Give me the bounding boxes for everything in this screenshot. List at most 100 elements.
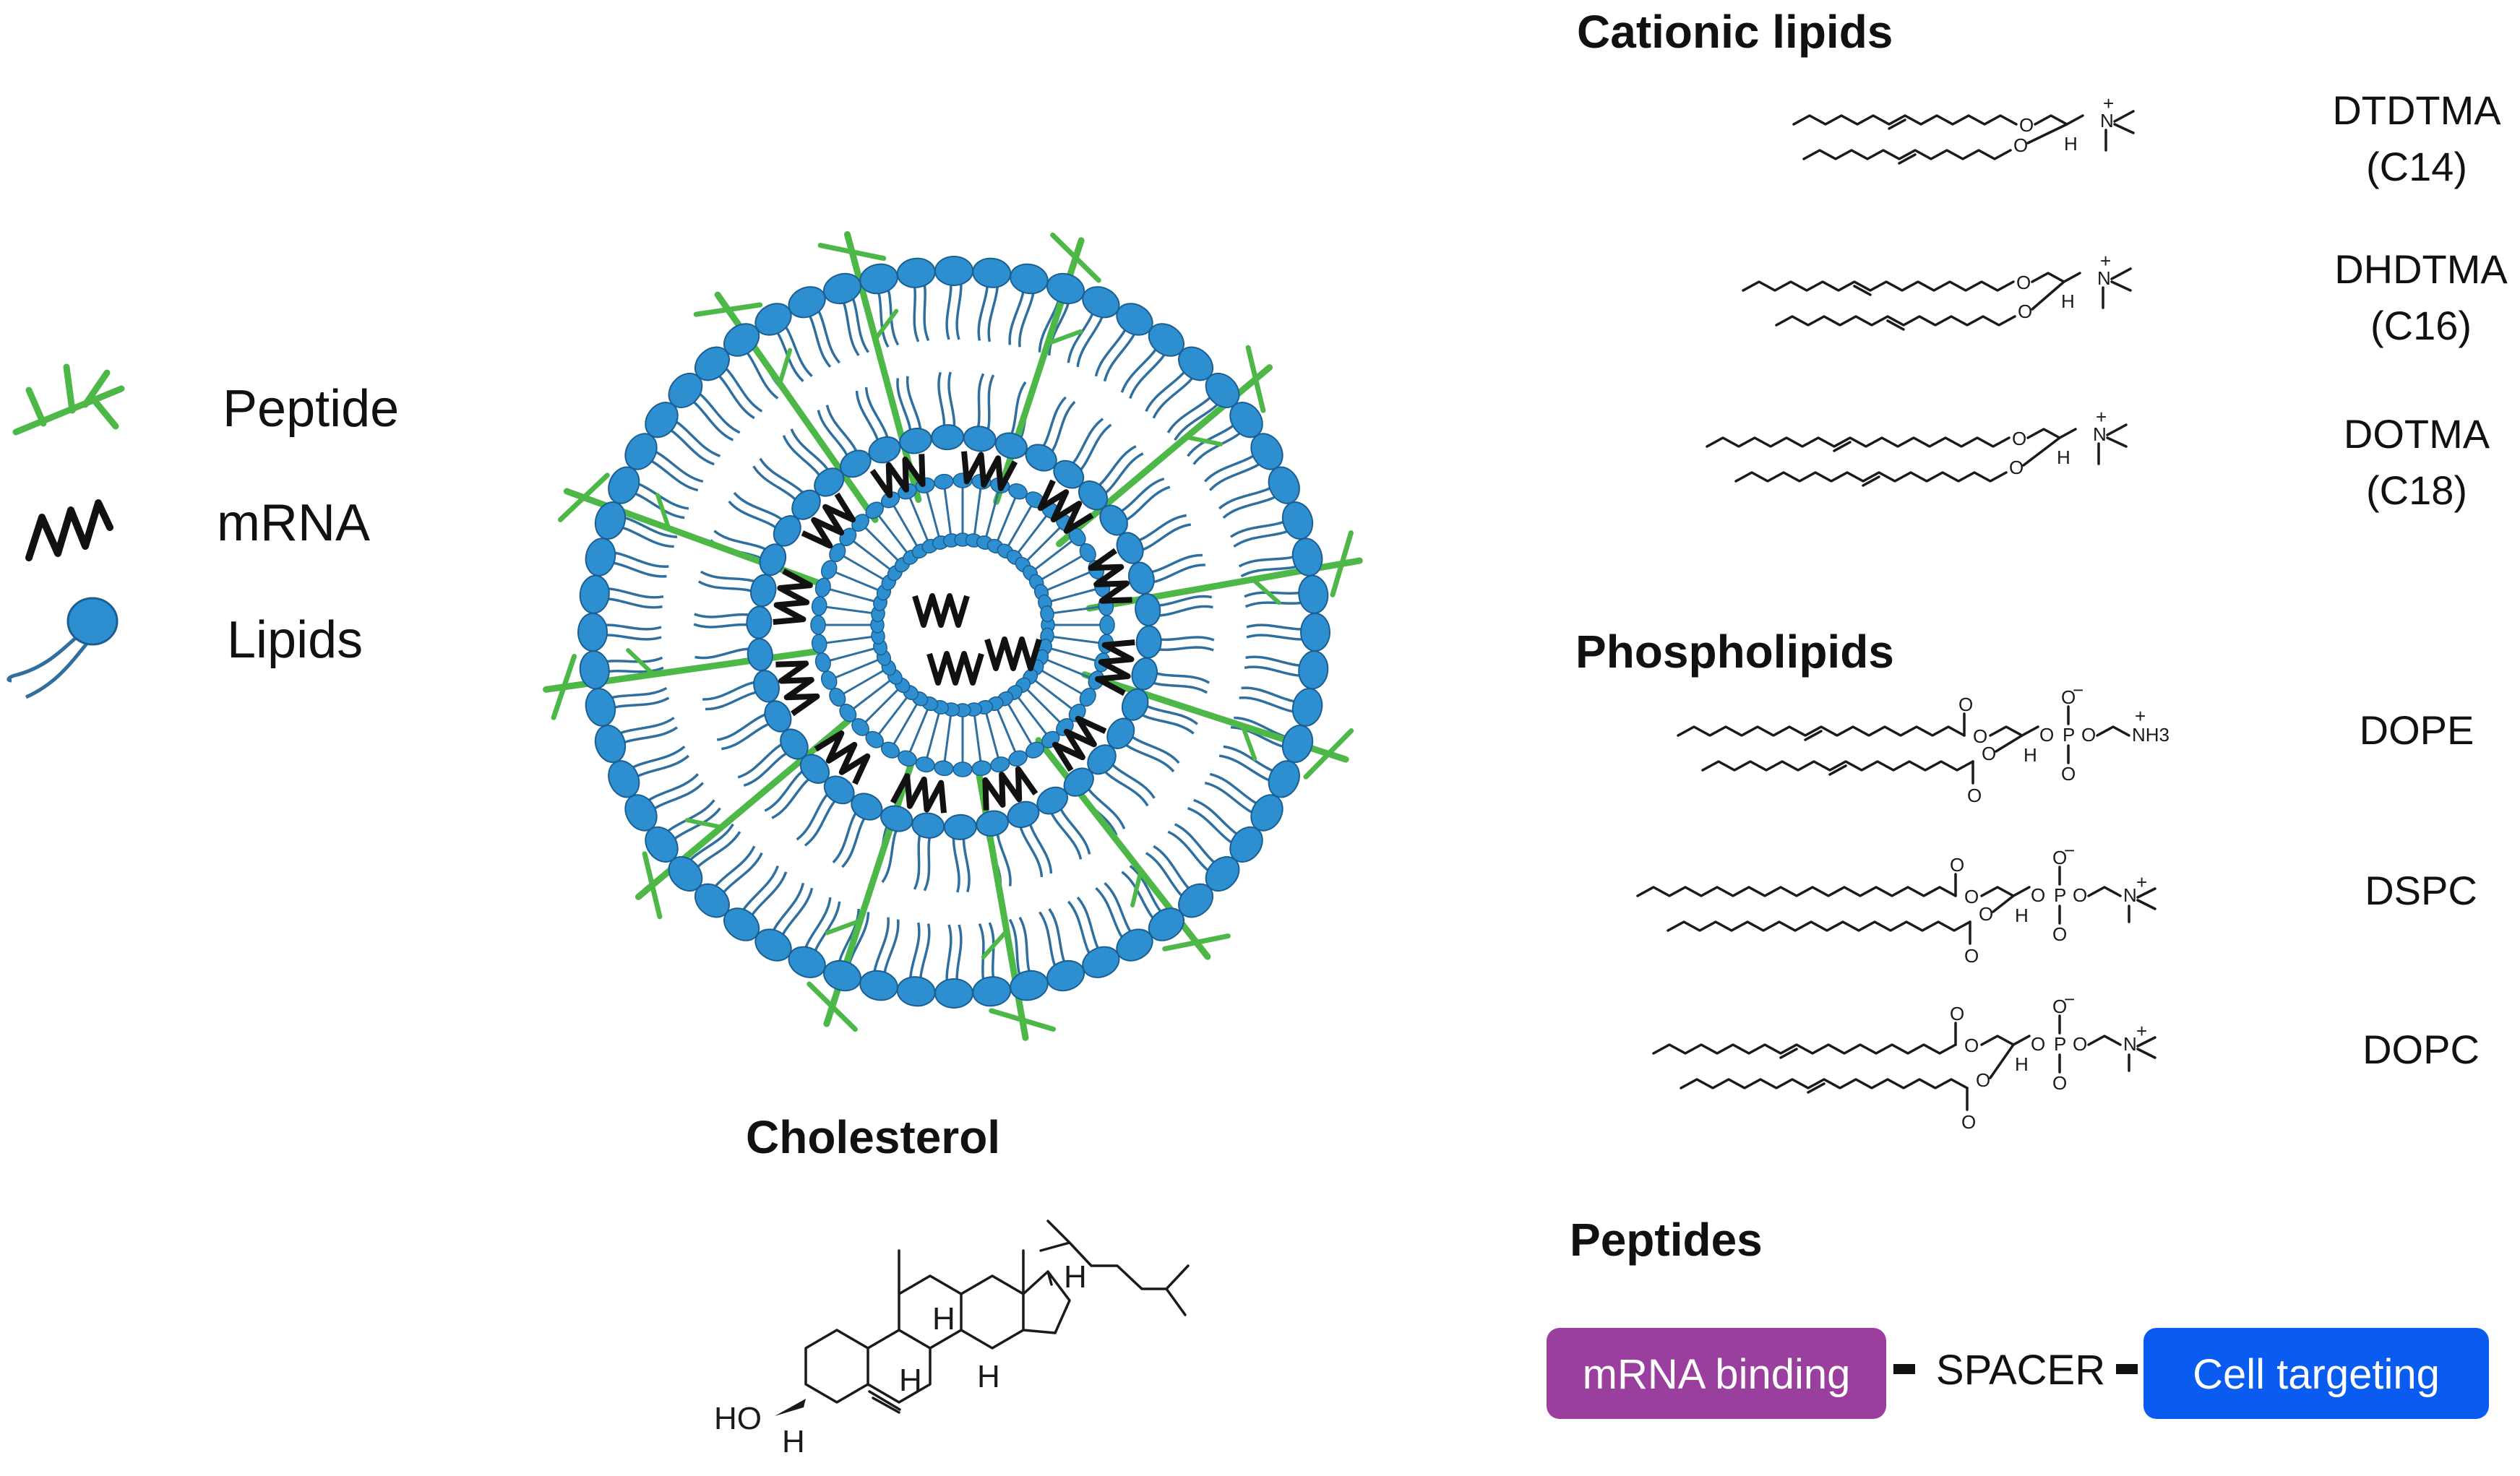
methyl — [2113, 110, 2135, 123]
cholesterol-h-label-4: H — [977, 1359, 1000, 1394]
phospho-chain-lower — [1667, 920, 1971, 932]
lipid-head — [896, 257, 936, 288]
phospho-o: O — [2073, 1033, 2087, 1055]
micelle-head — [811, 596, 827, 616]
cationic-chain-lower — [1802, 149, 2012, 160]
cationic-linker — [2031, 280, 2065, 311]
methyl — [2106, 436, 2128, 448]
peptide-branch — [981, 928, 1009, 959]
phospholipid-names: DOPE DSPC DOPC — [2360, 707, 2480, 1072]
micelle-tail — [906, 703, 932, 759]
cationic-plus: + — [2100, 250, 2111, 272]
micelle-tail — [942, 481, 953, 541]
cationic-h: H — [2057, 446, 2070, 468]
micelle-head — [810, 615, 826, 635]
phospho-o: O — [2052, 1072, 2067, 1094]
phospho-p: P — [2054, 884, 2066, 906]
methyl — [2113, 123, 2135, 134]
mrna-strand — [926, 651, 984, 686]
phospho-minus: − — [2073, 679, 2083, 701]
cationic-chain-lower — [1775, 315, 2016, 327]
micelle-tail — [1041, 656, 1097, 681]
mrna-strand — [961, 451, 1018, 491]
micelle-head — [934, 473, 954, 490]
spacer-label: SPACER — [1936, 1347, 2105, 1394]
double-bond — [1862, 475, 1880, 487]
micelle-tail — [1004, 499, 1036, 552]
micelle-head — [915, 756, 935, 773]
phospho-o: O — [2031, 884, 2045, 906]
phospho-o: O — [1979, 903, 1993, 925]
cholesterol-h-label-3: H — [932, 1301, 955, 1337]
peptide-branch — [1050, 232, 1101, 283]
cationic-linker — [2031, 272, 2081, 283]
mrna-strand — [984, 636, 1042, 671]
lipid-head — [1281, 501, 1314, 540]
peptide-branch — [655, 493, 671, 531]
double-bond — [1807, 1082, 1826, 1094]
mrna-strand — [801, 492, 856, 549]
phospho-o: O — [1958, 694, 1973, 715]
mrna-strand — [814, 730, 871, 785]
lipid-head — [1281, 725, 1314, 763]
cationic-name-1: DTDTMA — [2332, 87, 2501, 133]
lipid-head — [823, 959, 861, 992]
legend-lipids-label: Lipids — [227, 611, 363, 669]
cell-targeting-label: Cell targeting — [2193, 1351, 2440, 1398]
lipid-head — [747, 638, 773, 672]
peptide-branch — [626, 647, 656, 677]
mrna-strand — [982, 766, 1038, 811]
cationic-o-upper: O — [2016, 272, 2031, 293]
methyl — [2106, 423, 2128, 436]
methyl — [2136, 1036, 2156, 1048]
methyl — [2136, 899, 2156, 910]
micelle-tail — [994, 491, 1019, 547]
phospholipid-name-3: DOPC — [2362, 1027, 2480, 1072]
phospho-chain-upper — [1677, 725, 1966, 737]
cholesterol-h-label-5: H — [1064, 1259, 1087, 1295]
lipid-head — [1127, 561, 1155, 595]
inner-micelle — [810, 472, 1115, 777]
micelle-tail — [1044, 646, 1103, 664]
peptide-branch — [1184, 435, 1224, 446]
lipid-head — [911, 812, 945, 839]
lipid-head — [1135, 592, 1161, 626]
phospho-o: O — [1973, 725, 1987, 747]
phospho-h: H — [2024, 744, 2037, 766]
phospho-o: O — [2061, 686, 2076, 708]
double-bond — [1804, 730, 1823, 741]
peptides-heading: Peptides — [1570, 1214, 1763, 1266]
cationic-chain-upper — [1792, 114, 2018, 126]
cationic-names: DTDTMA (C14) DHDTMA (C16) DOTMA (C18) — [2332, 87, 2508, 513]
micelle-tail — [847, 676, 896, 714]
cationic-name-3: DOTMA — [2344, 411, 2490, 457]
lipid-head — [579, 574, 610, 614]
mrna-icon — [25, 499, 113, 561]
lipid-head — [972, 257, 1012, 288]
phospho-minus: − — [2064, 988, 2075, 1010]
lipid-icon — [7, 597, 119, 699]
mrna-binding-box — [1547, 1328, 1886, 1419]
cationic-h: H — [2061, 290, 2075, 312]
mrna-strand — [890, 773, 947, 813]
lipid-head — [963, 426, 997, 452]
cationic-plus: + — [2096, 406, 2107, 428]
methyl — [2110, 267, 2132, 280]
lipid-head — [896, 976, 936, 1007]
micelle-tail — [994, 703, 1019, 759]
cationic-o-lower: O — [2013, 134, 2028, 156]
lipid-head — [976, 810, 1009, 837]
cationic-linker — [2026, 123, 2068, 144]
peptide-branch — [825, 918, 863, 936]
lipid-head — [943, 813, 977, 840]
micelle-tail — [984, 485, 1002, 543]
micelle-tail — [1004, 698, 1036, 751]
cationic-chain-1: (C14) — [2366, 144, 2467, 189]
cationic-linker — [2034, 114, 2084, 126]
phospho-chain-lower — [1701, 760, 1974, 772]
phospho-o: O — [1961, 1111, 1976, 1133]
micelle-tail — [924, 707, 942, 765]
mrna-strands — [773, 451, 1135, 813]
micelle-tail — [1022, 684, 1066, 728]
